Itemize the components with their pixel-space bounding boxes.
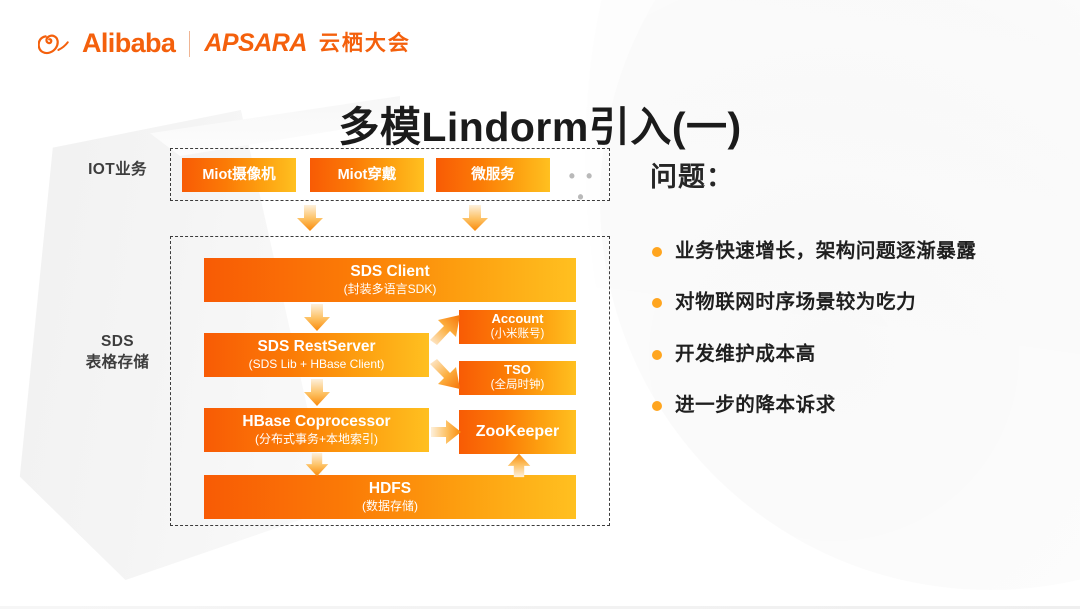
box-sds-client-subtitle: (封装多语言SDK) <box>343 282 437 297</box>
list-item: 对物联网时序场景较为吃力 <box>652 291 1052 314</box>
box-zookeeper-title: ZooKeeper <box>475 422 560 440</box>
diagram-label-sds: SDS 表格存储 <box>60 332 175 374</box>
issue-text-3: 开发维护成本高 <box>675 342 816 365</box>
iot-group-container <box>170 148 610 201</box>
sds-group-container <box>170 236 610 526</box>
issues-heading: 问题： <box>650 162 734 192</box>
apsara-chinese-name: 云栖大会 <box>318 32 411 55</box>
arrow-hdfs-to-zookeeper-icon <box>507 453 531 478</box>
box-hdfs-subtitle: (数据存储) <box>362 499 418 514</box>
iot-chip-camera-label: Miot摄像机 <box>202 166 276 183</box>
box-tso[interactable]: TSO (全局时钟) <box>459 361 576 395</box>
list-item: 业务快速增长，架构问题逐渐暴露 <box>652 240 1052 263</box>
iot-chip-camera[interactable]: Miot摄像机 <box>182 158 296 192</box>
list-item: 进一步的降本诉求 <box>652 394 1052 417</box>
box-account[interactable]: Account (小米账号) <box>459 310 576 344</box>
alibaba-wordmark: Alibaba <box>82 28 176 58</box>
list-item: 开发维护成本高 <box>652 343 1052 366</box>
issue-text-1: 业务快速增长，架构问题逐渐暴露 <box>675 240 977 262</box>
diagram-label-iot: IOT业务 <box>88 161 147 178</box>
box-sds-restserver-subtitle: (SDS Lib + HBase Client) <box>248 357 385 372</box>
arrow-restserver-to-account-icon <box>430 315 460 345</box>
box-zookeeper[interactable]: ZooKeeper <box>459 410 576 454</box>
issue-text-4: 进一步的降本诉求 <box>675 394 836 417</box>
slide-bottom-rule <box>0 606 1080 609</box>
box-sds-restserver-title: SDS RestServer <box>257 338 376 356</box>
iot-chip-ellipsis: • • • <box>568 166 596 207</box>
box-sds-client[interactable]: SDS Client (封装多语言SDK) <box>204 258 576 302</box>
bullet-dot-icon <box>652 401 662 412</box>
bullet-dot-icon <box>652 349 662 360</box>
box-hbase-coprocessor[interactable]: HBase Coprocessor (分布式事务+本地索引) <box>204 408 429 452</box>
arrow-coprocessor-to-hdfs-icon <box>305 452 329 477</box>
arrow-restserver-to-coprocessor-icon <box>304 379 330 406</box>
box-hbase-coprocessor-title: HBase Coprocessor <box>242 413 391 431</box>
box-sds-client-title: SDS Client <box>350 263 430 281</box>
iot-chip-wearable-label: Miot穿戴 <box>337 166 397 183</box>
box-account-subtitle: (小米账号) <box>490 328 545 341</box>
arrow-client-to-restserver-icon <box>304 304 330 331</box>
brand-logo: Alibaba APSARA 云栖大会 <box>38 30 411 57</box>
page-title: 多模Lindorm引入(一) <box>338 104 742 151</box>
box-hdfs-title: HDFS <box>368 480 412 498</box>
diagram-label-sds-line2: 表格存储 <box>85 353 150 371</box>
apsara-wordmark: APSARA <box>204 29 307 57</box>
issues-list: 业务快速增长，架构问题逐渐暴露 对物联网时序场景较为吃力 开发维护成本高 进一步… <box>652 240 1052 418</box>
iot-chip-wearable[interactable]: Miot穿戴 <box>310 158 424 192</box>
iot-chip-microservice-label: 微服务 <box>471 166 515 183</box>
bullet-dot-icon <box>652 298 662 309</box>
bullet-dot-icon <box>652 247 662 257</box>
box-hbase-coprocessor-subtitle: (分布式事务+本地索引) <box>254 432 378 447</box>
box-sds-restserver[interactable]: SDS RestServer (SDS Lib + HBase Client) <box>204 333 429 377</box>
box-tso-title: TSO <box>504 362 531 378</box>
vertical-divider-icon <box>189 30 191 57</box>
iot-chip-microservice[interactable]: 微服务 <box>436 158 550 192</box>
arrow-coprocessor-to-zookeeper-icon <box>431 420 461 444</box>
arrow-restserver-to-tso-icon <box>430 359 460 389</box>
arrow-down-left-icon <box>297 205 323 231</box>
diagram-label-sds-line1: SDS <box>100 333 135 350</box>
box-hdfs[interactable]: HDFS (数据存储) <box>204 475 576 519</box>
box-tso-subtitle: (全局时钟) <box>490 379 545 392</box>
issue-text-2: 对物联网时序场景较为吃力 <box>675 291 917 314</box>
arrow-down-right-icon <box>462 205 488 231</box>
box-account-title: Account <box>491 311 544 327</box>
alibaba-mark-icon <box>38 34 69 54</box>
